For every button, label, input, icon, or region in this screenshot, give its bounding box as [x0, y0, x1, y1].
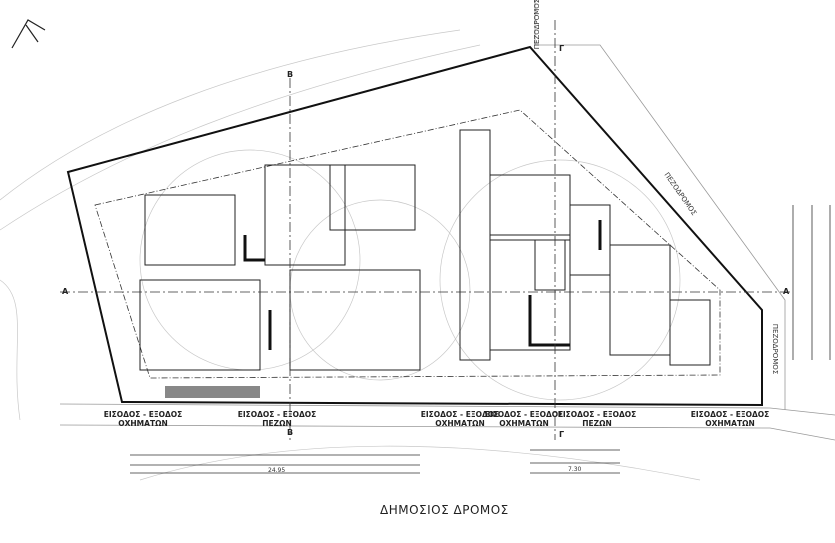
- section-marker-b: Β: [287, 428, 294, 437]
- north-arrow-icon: [11, 19, 46, 49]
- entrance-line1: ΕΙΣΟΔΟΣ - ΕΞΟΔΟΣ: [690, 410, 770, 419]
- section-marker-g: Γ: [559, 44, 565, 53]
- dimension-total: 24.95: [268, 467, 286, 474]
- walls: [243, 220, 602, 350]
- building-outline: [94, 109, 721, 379]
- entrance-line2: ΟΧΗΜΑΤΩΝ: [435, 419, 485, 428]
- entrance-line2: ΟΧΗΜΑΤΩΝ: [499, 419, 549, 428]
- entrance-line2: ΟΧΗΜΑΤΩΝ: [118, 419, 168, 428]
- dimension-total: 7.30: [568, 466, 582, 473]
- entrance-line1: ΕΙΣΟΔΟΣ - ΕΞΟΔΟΣ: [103, 410, 183, 419]
- entrance-line1: ΕΙΣΟΔΟΣ - ΕΞΟΔΟΣ: [557, 410, 637, 419]
- entrance-line1: ΕΙΣΟΔΟΣ - ΕΞΟΔΟΣ: [484, 410, 564, 419]
- entrance-line1: ΕΙΣΟΔΟΣ - ΕΞΟΔΟΣ: [420, 410, 500, 419]
- section-lines: [60, 20, 790, 440]
- ramp: [165, 386, 260, 398]
- sidewalk-label-right: ΠΕΖΟΔΡΟΜΟΣ: [771, 323, 780, 375]
- entrance-line1: ΕΙΣΟΔΟΣ - ΕΞΟΔΟΣ: [237, 410, 317, 419]
- entrance-line2: ΟΧΗΜΑΤΩΝ: [705, 419, 755, 428]
- sidewalk-edges: [59, 0, 835, 441]
- section-marker-a: Α: [62, 287, 69, 296]
- sidewalk-label-top: ΠΕΖΟΔΡΟΜΟΣ: [533, 0, 542, 50]
- rooms: [139, 129, 711, 371]
- street-title: ΔΗΜΟΣΙΟΣ ΔΡΟΜΟΣ: [380, 503, 509, 517]
- dimension-lines: [130, 205, 831, 474]
- entrance-line2: ΠΕΖΩΝ: [582, 419, 612, 428]
- section-marker-g: Γ: [559, 430, 565, 439]
- entrance-line2: ΠΕΖΩΝ: [262, 419, 292, 428]
- site-boundary: [66, 45, 763, 407]
- section-marker-a: Α: [783, 287, 790, 296]
- section-marker-b: Β: [287, 70, 294, 79]
